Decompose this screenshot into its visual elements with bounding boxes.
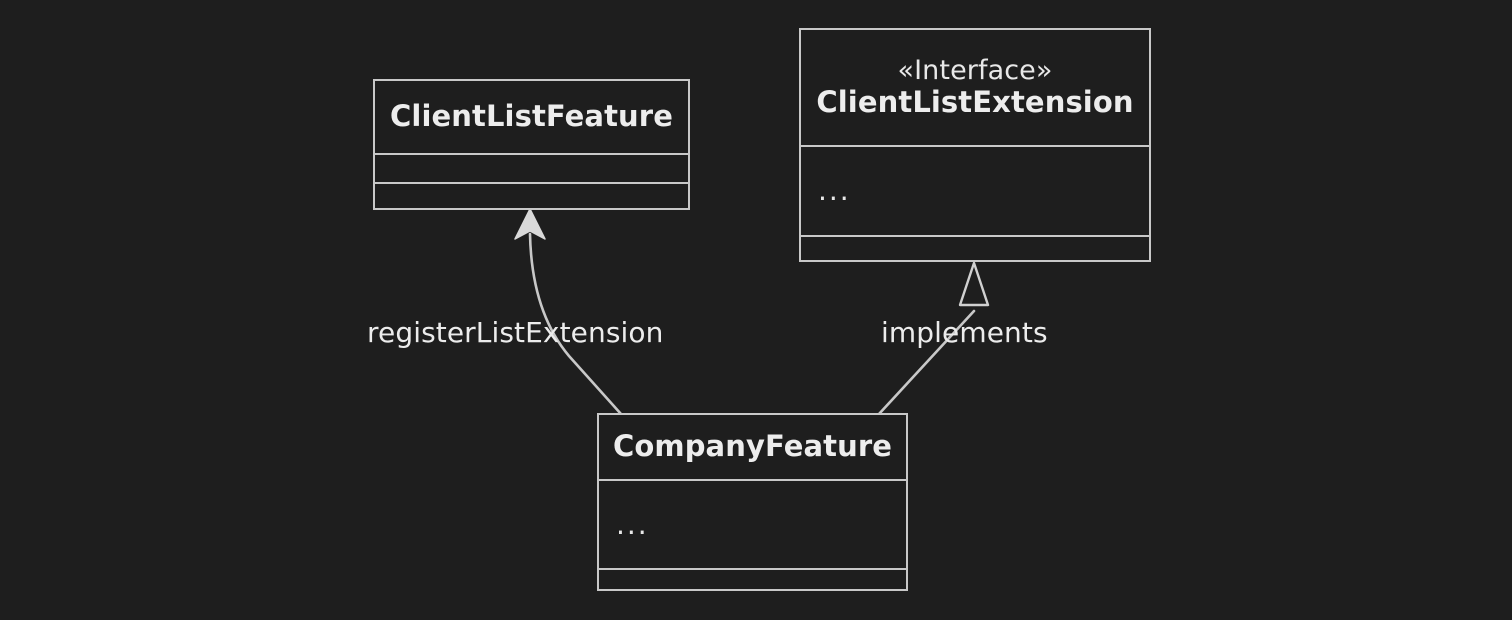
edge-register-list-extension-arrowhead (514, 208, 546, 240)
class-title-compartment: ClientListFeature (375, 81, 688, 153)
interface-attributes-ellipsis: ... (818, 174, 851, 207)
interface-attributes-compartment: ... (801, 145, 1149, 235)
interface-operations-compartment (801, 235, 1149, 260)
company-attributes-compartment: ... (599, 479, 906, 568)
company-title-compartment: CompanyFeature (599, 415, 906, 479)
class-operations-compartment (375, 182, 688, 208)
edge-implements-arrowhead (958, 261, 990, 307)
class-box-client-list-feature[interactable]: ClientListFeature (373, 79, 690, 210)
edge-register-list-extension-line (528, 232, 623, 416)
edge-label-implements: implements (881, 316, 1048, 349)
class-name-client-list-extension: ClientListExtension (816, 84, 1134, 119)
class-name-client-list-feature: ClientListFeature (390, 99, 673, 134)
edge-implements-line (877, 309, 976, 416)
class-name-company-feature: CompanyFeature (612, 429, 893, 464)
company-operations-compartment (599, 568, 906, 589)
stereotype-label-interface: «Interface» (897, 54, 1053, 86)
edge-label-register-list-extension: registerListExtension (367, 316, 664, 349)
class-attributes-compartment (375, 153, 688, 182)
class-box-client-list-extension[interactable]: «Interface» ClientListExtension ... (799, 28, 1151, 262)
interface-title-compartment: «Interface» ClientListExtension (801, 30, 1149, 145)
class-box-company-feature[interactable]: CompanyFeature ... (597, 413, 908, 591)
company-attributes-ellipsis: ... (616, 507, 649, 541)
